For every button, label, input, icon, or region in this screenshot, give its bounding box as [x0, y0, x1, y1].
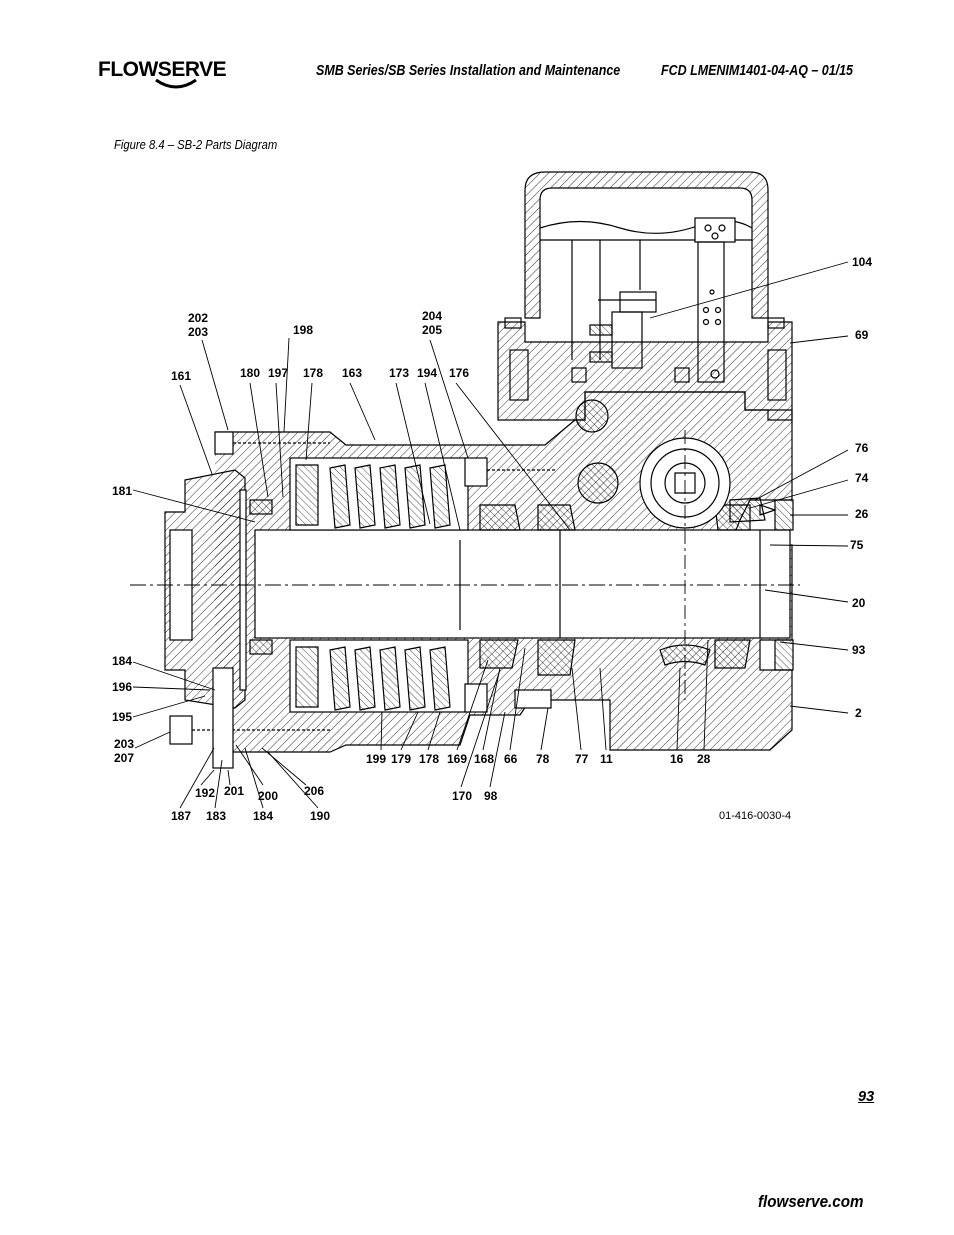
- label-20: 20: [852, 596, 866, 610]
- label-176: 176: [449, 366, 469, 380]
- label-178-top: 178: [303, 366, 323, 380]
- label-197: 197: [268, 366, 288, 380]
- label-74: 74: [855, 471, 869, 485]
- label-195: 195: [112, 710, 132, 724]
- logo-swoosh-icon: [155, 78, 197, 89]
- label-16: 16: [670, 752, 684, 766]
- label-205: 205: [422, 323, 442, 337]
- label-190: 190: [310, 809, 330, 823]
- label-169: 169: [447, 752, 467, 766]
- label-192: 192: [195, 786, 215, 800]
- label-2: 2: [855, 706, 862, 720]
- label-163: 163: [342, 366, 362, 380]
- page-number: 93: [858, 1089, 875, 1105]
- website-footer: flowserve.com: [758, 1193, 864, 1211]
- label-203-top: 203: [188, 325, 208, 339]
- label-11: 11: [600, 752, 613, 766]
- label-194: 194: [417, 366, 437, 380]
- label-104: 104: [852, 255, 872, 269]
- label-198: 198: [293, 323, 313, 337]
- label-187: 187: [171, 809, 191, 823]
- label-75: 75: [850, 538, 864, 552]
- label-207: 207: [114, 751, 134, 765]
- label-181: 181: [112, 484, 132, 498]
- label-180: 180: [240, 366, 260, 380]
- label-201: 201: [224, 784, 244, 798]
- label-77: 77: [575, 752, 589, 766]
- logo-wordmark: FLOWSERVE: [98, 58, 227, 81]
- part-labels: 104 69 76 74 26 75 20 93 2 202 203 198 2…: [112, 255, 872, 823]
- label-168: 168: [474, 752, 494, 766]
- label-173: 173: [389, 366, 409, 380]
- label-206: 206: [304, 784, 324, 798]
- label-170: 170: [452, 789, 472, 803]
- label-78: 78: [536, 752, 550, 766]
- drawing-reference: 01-416-0030-4: [719, 810, 791, 822]
- label-203-bottom: 203: [114, 737, 134, 751]
- label-200: 200: [258, 789, 278, 803]
- label-183: 183: [206, 809, 226, 823]
- label-199: 199: [366, 752, 386, 766]
- label-196: 196: [112, 680, 132, 694]
- drawing-geometry: [130, 171, 800, 769]
- label-178-bottom: 178: [419, 752, 439, 766]
- figure-caption: Figure 8.4 – SB-2 Parts Diagram: [114, 138, 278, 152]
- label-184-bottom: 184: [253, 809, 273, 823]
- label-184-left: 184: [112, 654, 132, 668]
- label-66: 66: [504, 752, 518, 766]
- label-26: 26: [855, 507, 869, 521]
- label-98: 98: [484, 789, 498, 803]
- label-28: 28: [697, 752, 711, 766]
- document-title: SMB Series/SB Series Installation and Ma…: [316, 63, 621, 79]
- label-202: 202: [188, 311, 208, 325]
- flowserve-logo: FLOWSERVE: [98, 52, 238, 92]
- document-code: FCD LMENIM1401-04-AQ – 01/15: [661, 63, 853, 79]
- label-69: 69: [855, 328, 869, 342]
- label-161: 161: [171, 369, 191, 383]
- label-76: 76: [855, 441, 869, 455]
- leader-lines: [132, 261, 849, 809]
- label-93: 93: [852, 643, 866, 657]
- label-204: 204: [422, 309, 442, 323]
- label-179: 179: [391, 752, 411, 766]
